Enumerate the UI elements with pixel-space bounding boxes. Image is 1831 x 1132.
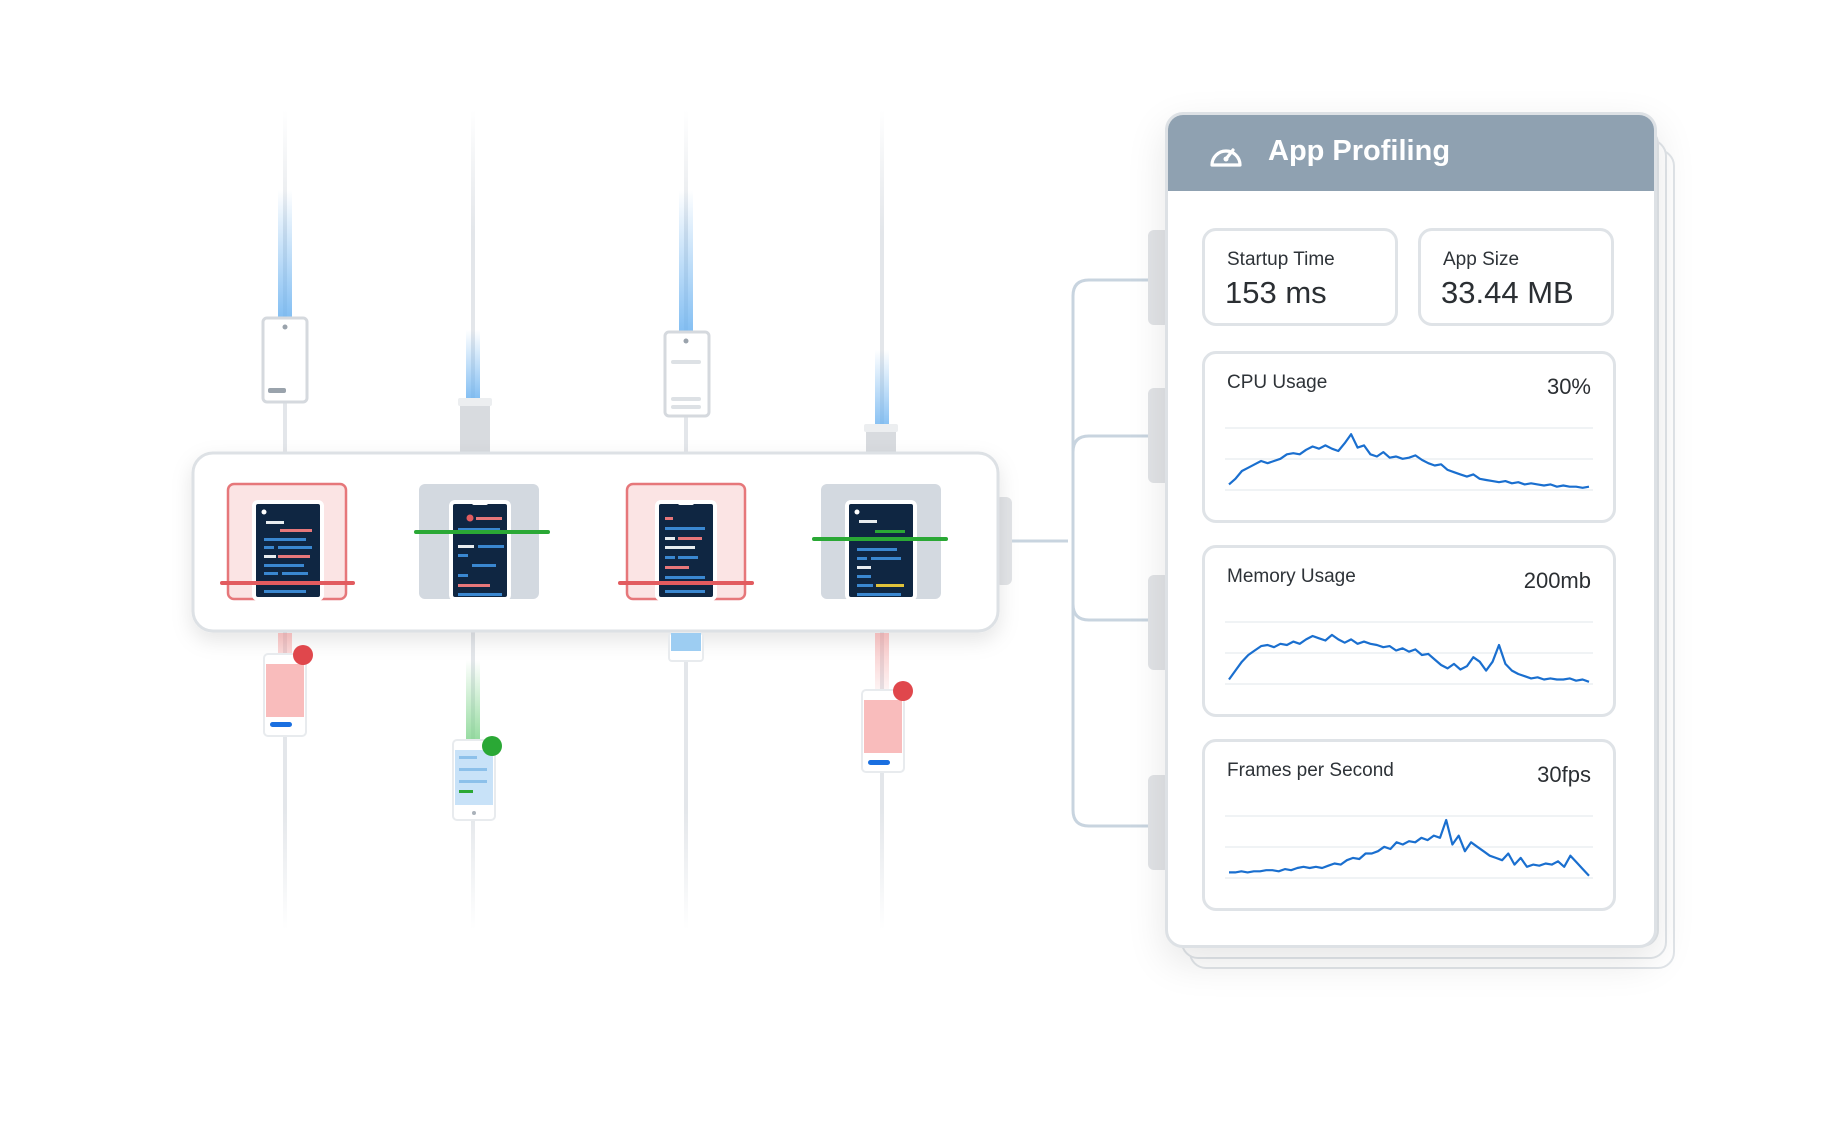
test-device-box: [191, 451, 1012, 633]
panel-title: App Profiling: [1268, 135, 1451, 167]
panel-header: App Profiling: [1168, 115, 1654, 191]
fps-chart: [1225, 815, 1593, 879]
cpu-usage-chart: [1225, 427, 1593, 491]
stat-label: App Size: [1443, 249, 1520, 270]
incoming-device: [458, 398, 492, 452]
cpu-usage-card: CPU Usage 30%: [1202, 351, 1616, 523]
failed-device: [861, 681, 913, 773]
memory-usage-card: Memory Usage 200mb: [1202, 545, 1616, 717]
fps-card: Frames per Second 30fps: [1202, 739, 1616, 911]
passed-device: [452, 736, 502, 821]
stat-value: 33.44 MB: [1441, 275, 1574, 310]
metric-label: Frames per Second: [1227, 760, 1394, 781]
gauge-icon: [1210, 148, 1242, 167]
app-size-card: App Size 33.44 MB: [1418, 228, 1614, 326]
incoming-device: [261, 316, 309, 404]
test-screen-fail: [618, 482, 754, 601]
processed-device: [668, 632, 704, 662]
chart-series-line: [1229, 818, 1590, 877]
startup-time-card: Startup Time 153 ms: [1202, 228, 1398, 326]
test-screen-fail: [220, 482, 355, 601]
metric-label: Memory Usage: [1227, 566, 1356, 587]
incoming-device: [663, 330, 711, 418]
failed-device: [263, 645, 313, 737]
connectors: [1012, 278, 1153, 828]
chart-series-line: [1228, 633, 1590, 683]
outgoing-beams: [278, 633, 889, 740]
metric-value: 30%: [1546, 374, 1591, 399]
chart-series-line: [1228, 433, 1590, 489]
connector-tabs: [1148, 230, 1170, 870]
test-screen-pass: [812, 484, 948, 601]
metric-label: CPU Usage: [1227, 372, 1328, 393]
test-screen-pass: [414, 484, 550, 601]
metric-value: 200mb: [1523, 568, 1591, 593]
memory-usage-chart: [1225, 621, 1593, 685]
metric-value: 30fps: [1537, 762, 1591, 787]
incoming-beams: [278, 190, 889, 430]
fail-indicator-icon: [893, 681, 913, 701]
fail-indicator-icon: [293, 645, 313, 665]
stat-value: 153 ms: [1225, 275, 1327, 310]
incoming-device: [864, 424, 898, 454]
app-profiling-panel: App Profiling Startup Time 153 ms App Si…: [1165, 112, 1657, 948]
stat-label: Startup Time: [1227, 249, 1335, 270]
pass-indicator-icon: [482, 736, 502, 756]
